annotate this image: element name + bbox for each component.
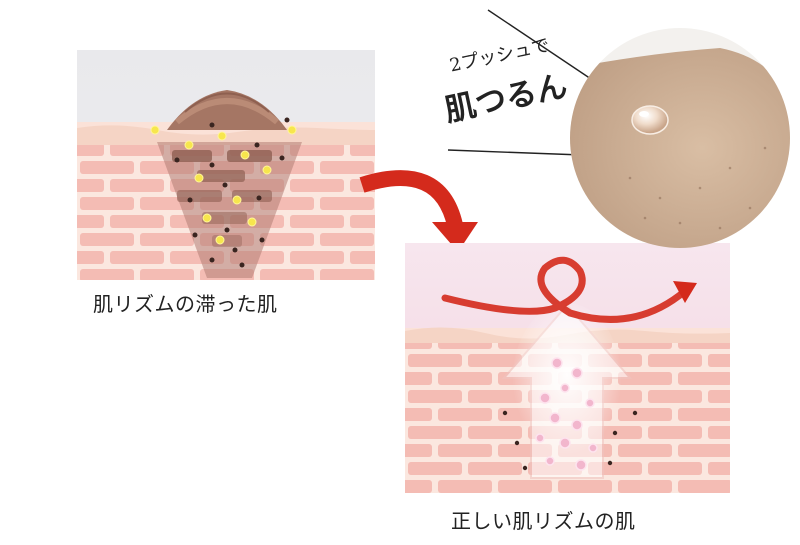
callout-line-bottom bbox=[447, 149, 583, 156]
skin-closeup-callout bbox=[570, 28, 790, 248]
clogged-skin-illustration bbox=[77, 50, 375, 280]
caption-clogged-skin: 肌リズムの滞った肌 bbox=[93, 292, 278, 316]
healthy-skin-illustration bbox=[405, 243, 730, 493]
caption-healthy-skin: 正しい肌リズムの肌 bbox=[451, 509, 636, 533]
